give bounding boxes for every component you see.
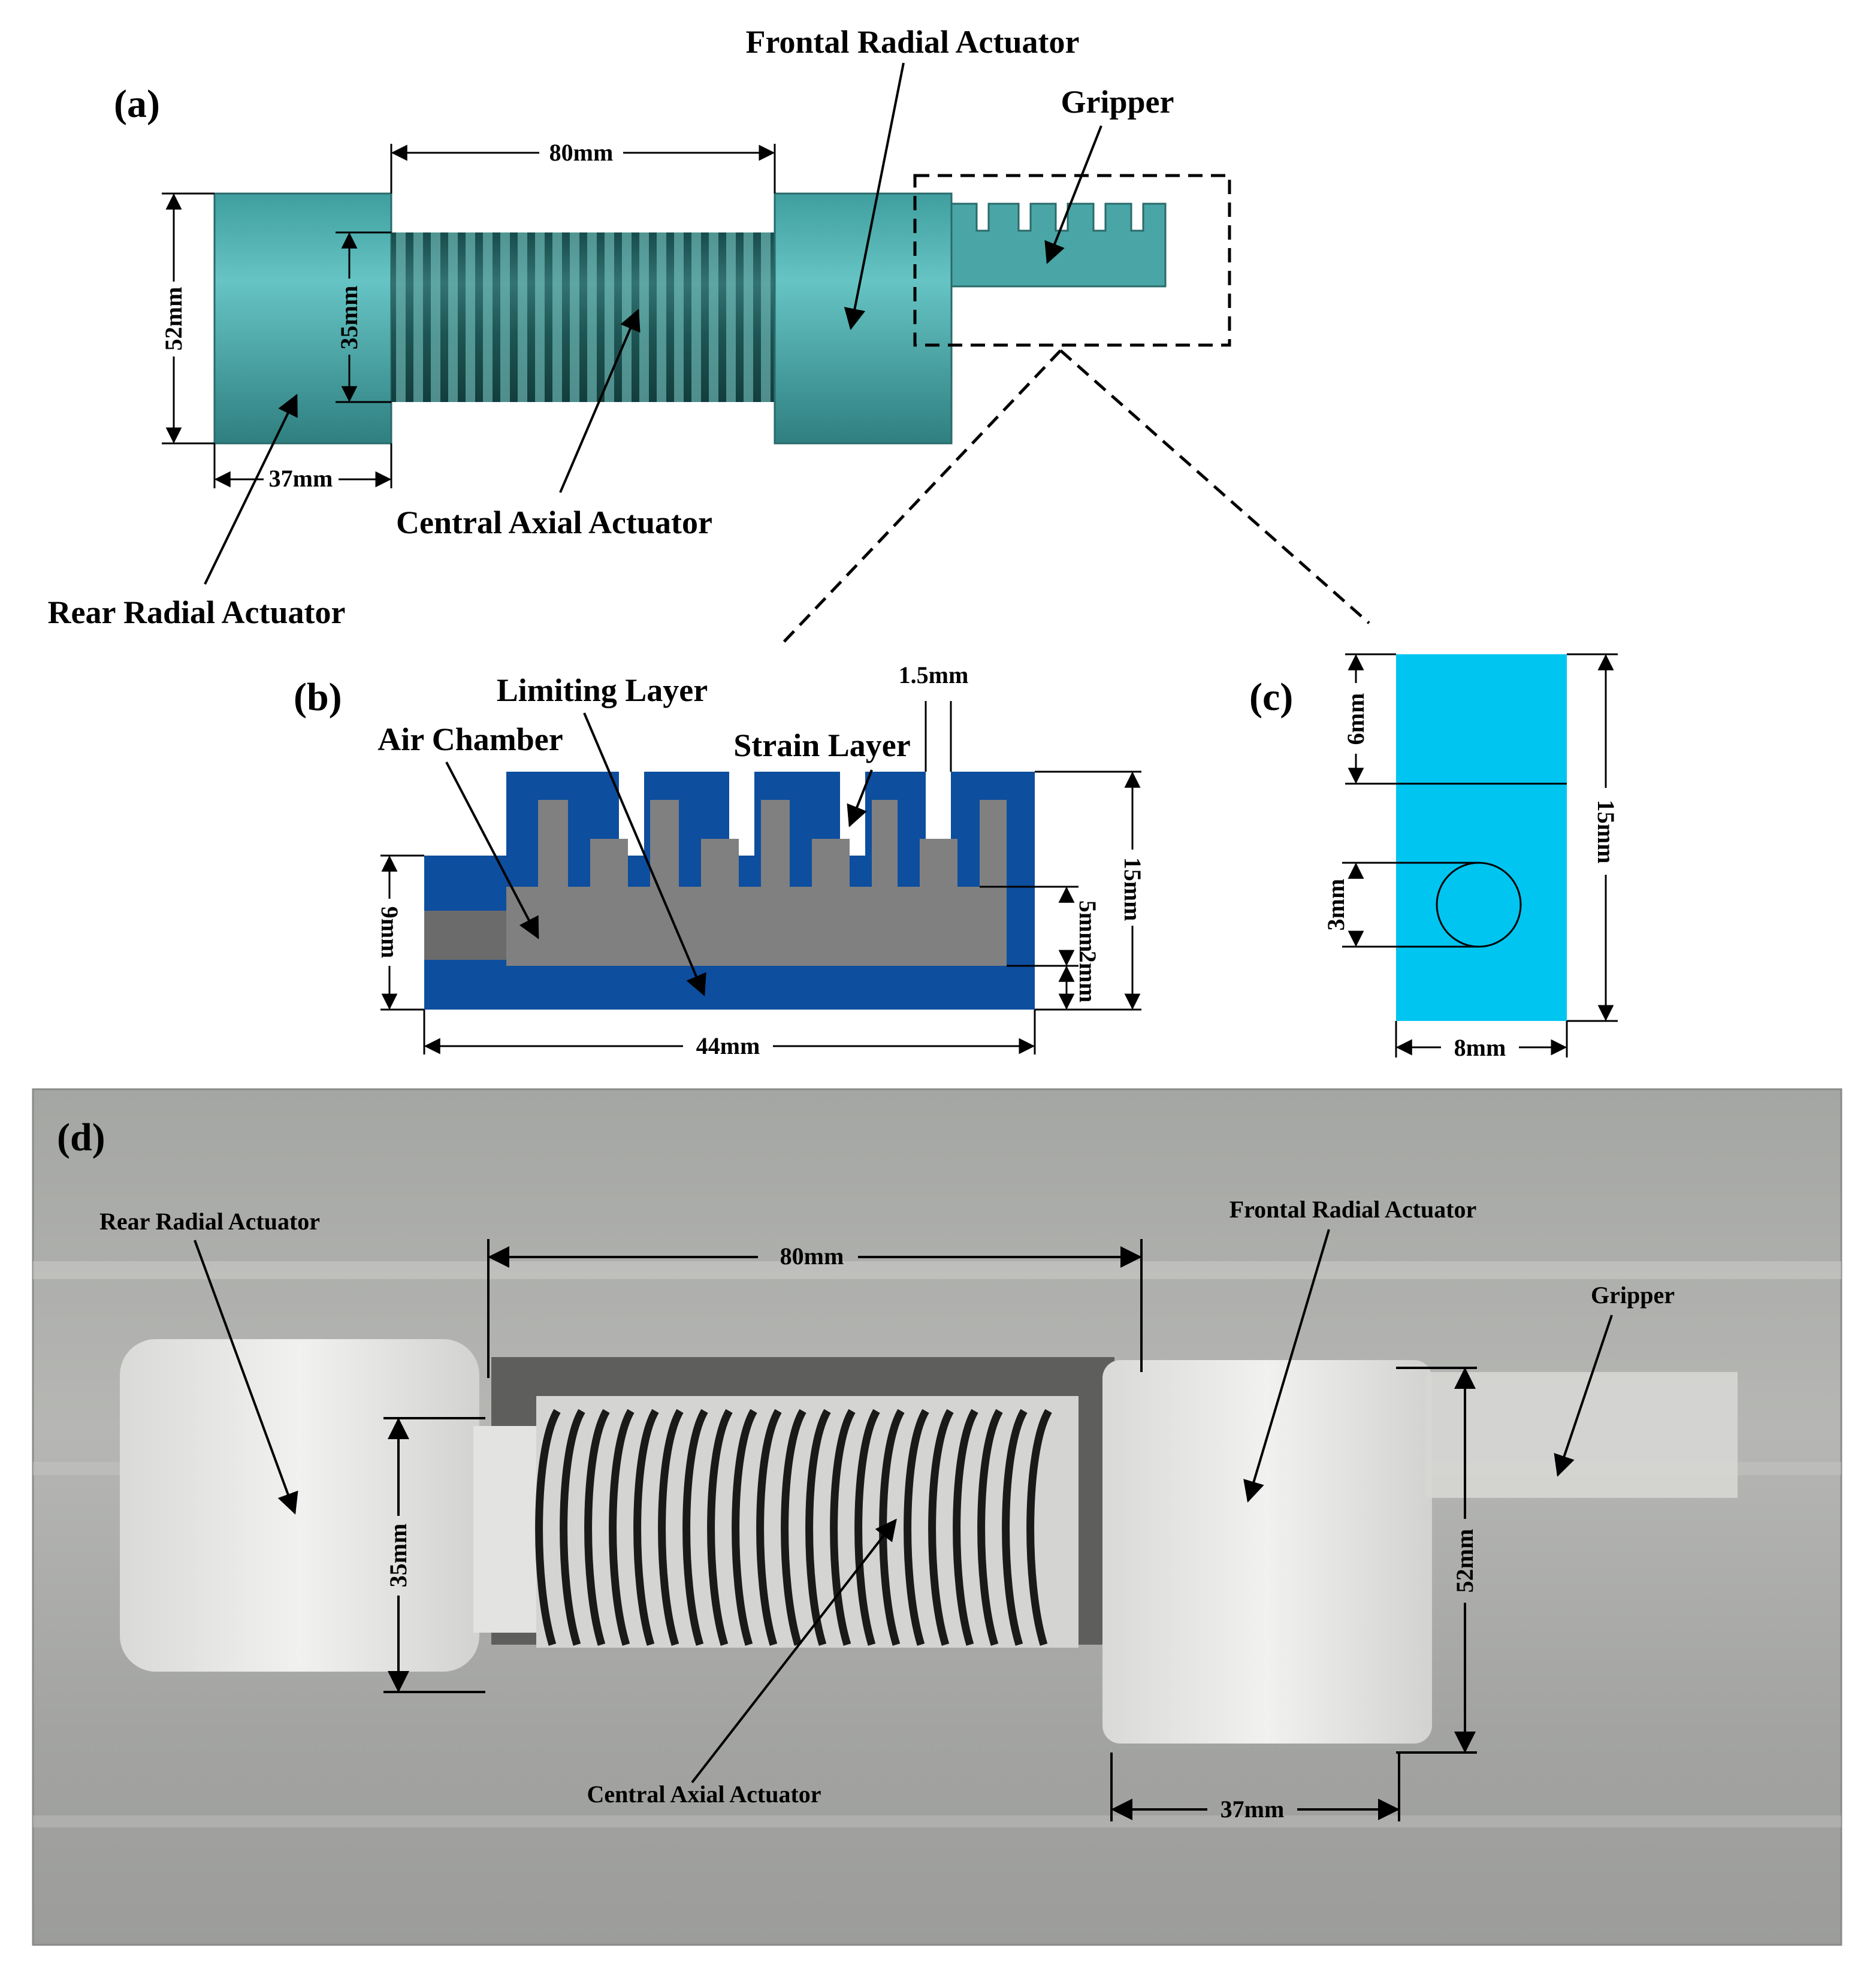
spring-coil xyxy=(658,1409,684,1646)
spring-coil xyxy=(756,1409,782,1646)
panel-d-tag: (d) xyxy=(57,1116,105,1159)
dim-8-label: 8mm xyxy=(1454,1034,1506,1061)
photo-spring xyxy=(535,1396,1079,1648)
gripper-shape xyxy=(950,203,1167,288)
spring-coil xyxy=(535,1409,561,1646)
dim-80-label: 80mm xyxy=(549,139,614,166)
dim-6-label: 6mm xyxy=(1342,693,1369,745)
label-frontal-radial-actuator: Frontal Radial Actuator xyxy=(746,24,1080,60)
spring-coil xyxy=(781,1409,806,1646)
spring-coil xyxy=(805,1409,831,1646)
spring-coil xyxy=(682,1409,708,1646)
label-rear-radial-actuator: Rear Radial Actuator xyxy=(48,594,346,630)
dim-37-label: 37mm xyxy=(269,465,333,492)
photo-dim-37-label: 37mm xyxy=(1221,1796,1285,1823)
inlet-tube xyxy=(424,911,506,960)
photo-pointer-central xyxy=(691,1518,897,1784)
spring-coil xyxy=(560,1409,585,1646)
photo-label-central: Central Axial Actuator xyxy=(587,1781,821,1808)
photo-dim-52-label: 52mm xyxy=(1451,1529,1478,1593)
dim-52-label: 52mm xyxy=(160,287,187,351)
panel-b: (b) 1.5mm 15mm 5mm 2mm 9m xyxy=(294,661,1146,1059)
panel-a: (a) 80mm 52mm 35mm xyxy=(48,24,1370,648)
spring-coil xyxy=(830,1409,856,1646)
dim-3-label: 3mm xyxy=(1322,879,1349,931)
panel-c: (c) 6mm 15mm 3mm 8mm xyxy=(1249,653,1620,1061)
gripper-detail-box xyxy=(913,174,1231,347)
pointer-air xyxy=(445,762,539,939)
panel-d: (d) Rear Radial Actuator Frontal Radial … xyxy=(32,1088,1842,1946)
pointer-limiting xyxy=(583,712,706,996)
photo-pointer-rear xyxy=(194,1240,298,1515)
photo-dim-35-label: 35mm xyxy=(385,1524,412,1588)
pointer-central xyxy=(559,309,641,493)
photo-pointer-gripper xyxy=(1554,1315,1613,1477)
spring-coil xyxy=(953,1409,978,1646)
dim-15-label: 15mm xyxy=(1119,857,1146,921)
label-strain-layer: Strain Layer xyxy=(733,727,910,763)
spring-coil xyxy=(609,1409,635,1646)
label-central-axial-actuator: Central Axial Actuator xyxy=(396,504,712,540)
panel-a-tag: (a) xyxy=(114,82,160,126)
label-gripper: Gripper xyxy=(1061,84,1174,120)
photo-dim-80-label: 80mm xyxy=(780,1243,844,1270)
pointer-rear xyxy=(204,394,298,585)
pointer-frontal xyxy=(844,62,905,330)
panel-b-tag: (b) xyxy=(294,675,342,719)
photo-frontal-actuator xyxy=(1102,1360,1432,1744)
spring-coil xyxy=(732,1409,757,1646)
dim-c15-label: 15mm xyxy=(1593,800,1620,864)
spring-coil xyxy=(1026,1409,1052,1646)
tube-reflection-top xyxy=(33,1261,1841,1279)
dim-5-label: 5mm xyxy=(1074,901,1101,953)
zoom-line-right xyxy=(1059,349,1370,624)
spring-coil xyxy=(904,1409,929,1646)
photo-label-gripper: Gripper xyxy=(1591,1282,1675,1309)
spring-coil xyxy=(854,1409,880,1646)
dim-44-label: 44mm xyxy=(696,1032,760,1059)
air-chamber xyxy=(506,800,1007,966)
photo-rear-collar xyxy=(473,1426,539,1633)
tube-reflection-bottom xyxy=(33,1815,1841,1827)
spring-coil xyxy=(707,1409,733,1646)
photo-pointer-frontal xyxy=(1243,1229,1330,1503)
rear-radial-actuator-block xyxy=(213,192,392,445)
photo-rear-actuator xyxy=(120,1339,479,1672)
frontal-radial-actuator-block xyxy=(774,192,953,445)
dim-35-label: 35mm xyxy=(336,286,362,350)
photo-gripper xyxy=(1426,1372,1738,1498)
spring-coil xyxy=(633,1409,659,1646)
spring-coil xyxy=(928,1409,954,1646)
dim-9-label: 9mm xyxy=(376,907,403,959)
label-air-chamber: Air Chamber xyxy=(377,721,563,757)
dim-1-5-label: 1.5mm xyxy=(899,661,969,688)
gripper-cross-section xyxy=(1396,654,1567,1021)
pointer-gripper xyxy=(1044,125,1102,264)
photo-label-rear: Rear Radial Actuator xyxy=(99,1208,320,1235)
photo-label-frontal: Frontal Radial Actuator xyxy=(1229,1196,1477,1223)
pointer-strain xyxy=(847,769,873,827)
spring-coil xyxy=(977,1409,1003,1646)
label-limiting-layer: Limiting Layer xyxy=(497,672,708,708)
bellows-rings xyxy=(391,232,775,402)
panel-c-tag: (c) xyxy=(1249,675,1293,719)
spring-coil xyxy=(1002,1409,1028,1646)
spring-coil xyxy=(584,1409,610,1646)
dim-2-label: 2mm xyxy=(1074,951,1101,1003)
